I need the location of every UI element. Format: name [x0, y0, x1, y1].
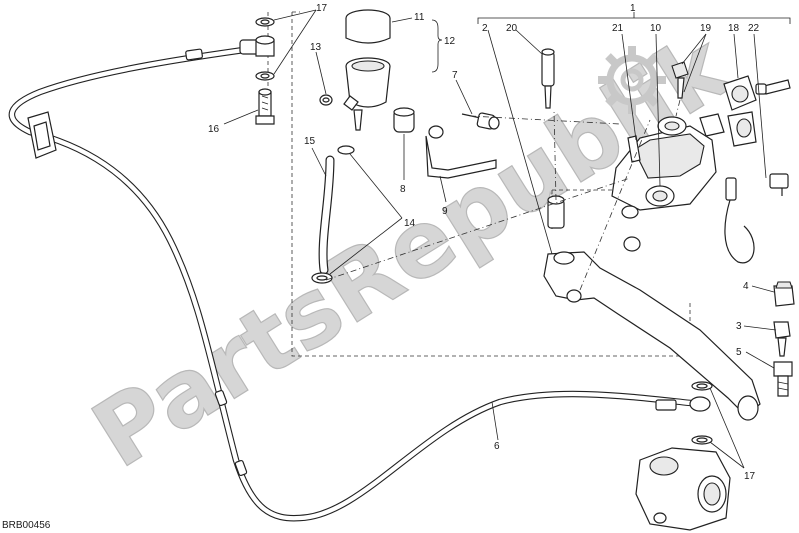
callout-7: 7 — [452, 70, 458, 81]
slave-cylinder — [635, 447, 731, 531]
switch-cable — [724, 173, 789, 264]
callout-21: 21 — [612, 23, 624, 34]
grommet-item-8 — [393, 107, 415, 133]
callout-15: 15 — [304, 136, 316, 147]
bracket-item-9 — [425, 125, 497, 179]
bolt-item-top-right — [755, 79, 791, 95]
banjo-bolt-group-left — [255, 17, 275, 125]
bracket-item-1 — [477, 12, 791, 24]
diagram-code: BRB00456 — [2, 520, 51, 531]
banjo-group-bottom-right — [691, 381, 713, 445]
callout-10: 10 — [650, 23, 662, 34]
clutch-lever — [543, 251, 761, 421]
bleed-valve-item-3 — [773, 321, 791, 357]
callout-1: 1 — [630, 3, 636, 14]
callout-3: 3 — [736, 321, 742, 332]
callout-19: 19 — [700, 23, 712, 34]
bolt-item-7 — [461, 112, 500, 130]
callout-2: 2 — [482, 23, 488, 34]
callout-8: 8 — [400, 184, 406, 195]
callout-11: 11 — [414, 12, 425, 23]
callout-20: 20 — [506, 23, 518, 34]
callout-13: 13 — [310, 42, 322, 53]
callout-14: 14 — [404, 218, 416, 229]
callouts: 1 2 3 4 5 6 7 8 9 10 11 12 13 14 15 16 1… — [208, 3, 760, 482]
callout-16: 16 — [208, 124, 220, 135]
screw-item-19 — [671, 61, 689, 99]
callout-22: 22 — [748, 23, 760, 34]
fluid-reservoir — [343, 9, 391, 131]
alignment-lines — [325, 99, 681, 291]
callout-12: 12 — [444, 36, 456, 47]
fitting-item-5 — [773, 361, 793, 397]
brace-item-12 — [431, 19, 443, 73]
cap-item-4 — [773, 281, 795, 307]
screw-item-13 — [319, 94, 333, 106]
callout-17-bottom: 17 — [744, 471, 756, 482]
pin-item-20 — [541, 48, 555, 109]
breather-tube — [311, 145, 355, 284]
callout-4: 4 — [743, 281, 749, 292]
callout-5: 5 — [736, 347, 742, 358]
callout-9: 9 — [442, 206, 448, 217]
clamp-item-18 — [723, 75, 757, 147]
leader-lines — [223, 9, 777, 469]
callout-17-top: 17 — [316, 3, 328, 14]
pin-item-21 — [627, 135, 641, 163]
callout-18: 18 — [728, 23, 740, 34]
callout-6: 6 — [494, 441, 500, 452]
